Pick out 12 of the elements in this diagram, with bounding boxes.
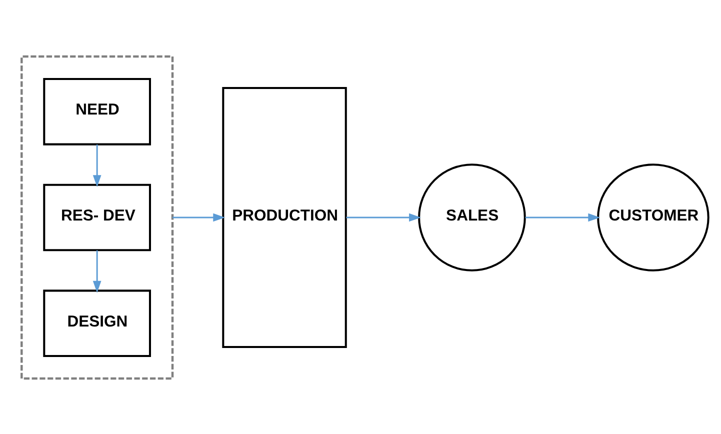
- arrow: [525, 212, 600, 222]
- arrow: [346, 212, 421, 222]
- node-circle: CUSTOMER: [597, 163, 710, 271]
- node-box: DESIGN: [43, 289, 151, 356]
- node-box: RES- DEV: [43, 183, 151, 251]
- arrow: [92, 144, 102, 187]
- node-box: NEED: [43, 78, 151, 145]
- arrow: [92, 250, 102, 292]
- cluster: [20, 54, 174, 380]
- node-box: PRODUCTION: [222, 86, 347, 348]
- node-circle: SALES: [418, 163, 526, 271]
- arrow: [172, 212, 226, 222]
